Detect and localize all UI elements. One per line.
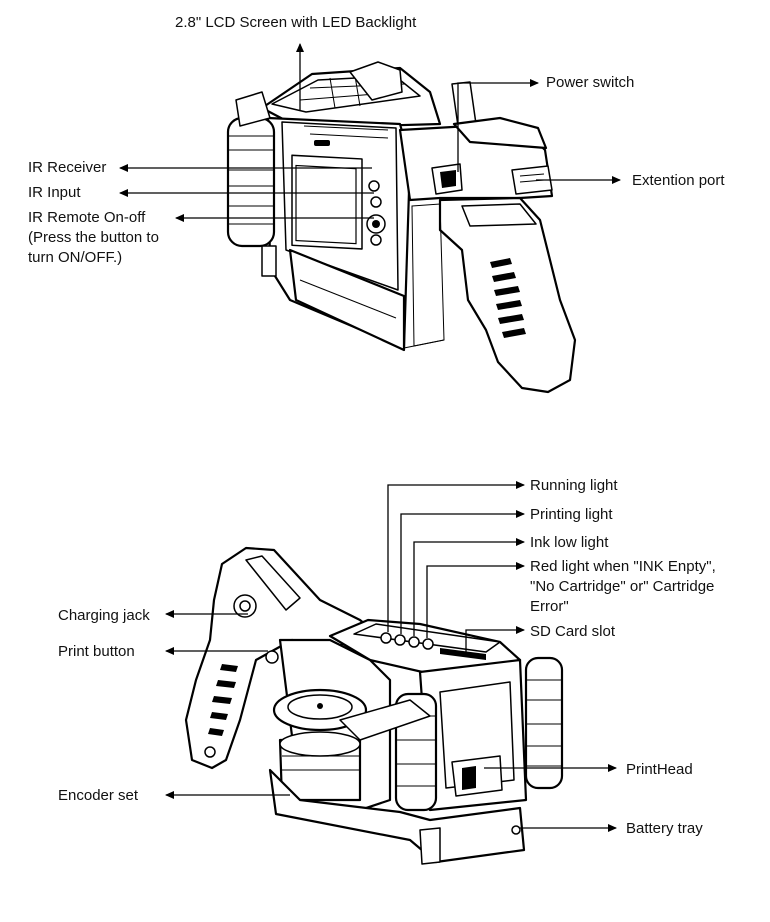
ir-receiver-label: IR Receiver bbox=[28, 159, 107, 176]
red-light-line-2: "No Cartridge" or" Cartridge bbox=[530, 578, 715, 595]
print-button-label: Print button bbox=[58, 643, 135, 660]
printhead-label: PrintHead bbox=[626, 761, 693, 778]
ir-remote-line-3: turn ON/OFF.) bbox=[28, 249, 123, 266]
ir-remote-line-1: IR Remote On-off bbox=[28, 209, 146, 226]
red-light-line-3: Error" bbox=[530, 598, 569, 615]
battery-tray-label: Battery tray bbox=[626, 820, 703, 837]
running-light-label: Running light bbox=[530, 477, 618, 494]
printing-light-label: Printing light bbox=[530, 506, 613, 523]
top-leader-lines bbox=[119, 43, 621, 222]
printer-front-illustration bbox=[226, 61, 577, 394]
printer-rear-illustration bbox=[184, 546, 564, 865]
encoder-set-label: Encoder set bbox=[58, 787, 139, 804]
red-light-line-1: Red light when "INK Enpty", bbox=[530, 558, 716, 575]
charging-jack-label: Charging jack bbox=[58, 607, 150, 624]
sd-card-slot-label: SD Card slot bbox=[530, 623, 616, 640]
ir-input-label: IR Input bbox=[28, 184, 81, 201]
ink-low-light-label: Ink low light bbox=[530, 534, 609, 551]
power-switch-label: Power switch bbox=[546, 74, 635, 91]
bottom-leader-lines bbox=[165, 481, 617, 832]
lcd-screen-label: 2.8" LCD Screen with LED Backlight bbox=[175, 14, 417, 31]
extension-port-label: Extention port bbox=[632, 172, 725, 189]
ir-remote-line-2: (Press the button to bbox=[28, 229, 159, 246]
